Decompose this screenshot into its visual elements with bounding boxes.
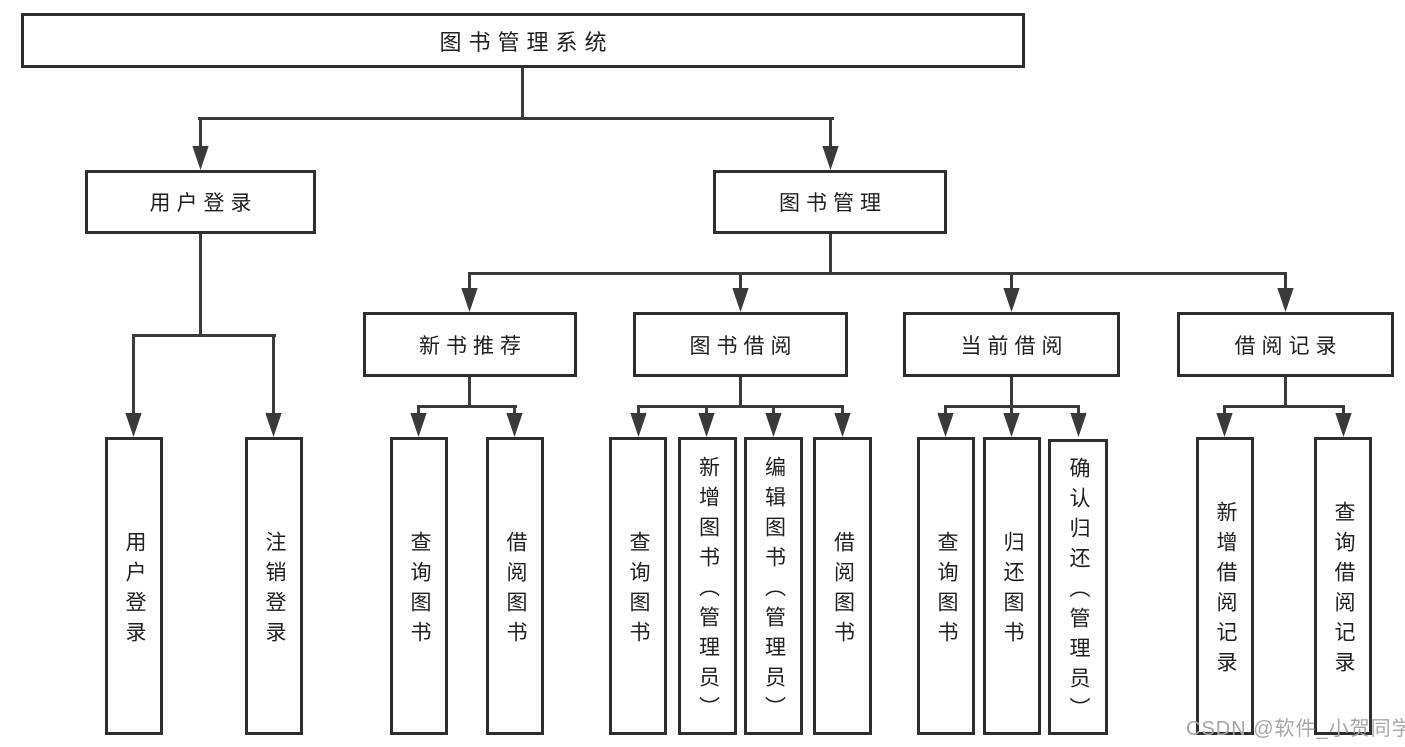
connector-line (739, 377, 742, 408)
node-label: 注销登录 (263, 530, 286, 651)
node-label: 图书管理 (779, 192, 887, 215)
connector-line (829, 233, 832, 275)
arrow-down-icon (461, 288, 478, 312)
leaf-logout: 注销登录 (245, 437, 303, 735)
arrow-down-icon (1003, 413, 1020, 437)
leaf-borrow-query-books: 查询图书 (609, 437, 667, 735)
connector-line (513, 405, 516, 419)
connector-line (944, 405, 947, 419)
connector-line (772, 405, 775, 419)
node-label: 用户登录 (149, 192, 258, 215)
node-label: 新增借阅记录 (1214, 500, 1237, 681)
connector-line (1223, 405, 1226, 419)
node-label: 确认归还（管理员） (1067, 456, 1090, 727)
arrow-down-icon (192, 146, 209, 170)
leaf-user-login: 用户登录 (105, 437, 163, 735)
connector-line (637, 405, 640, 419)
connector-line (272, 334, 275, 419)
leaf-records-add-record: 新增借阅记录 (1196, 437, 1254, 735)
csdn-watermark: CSDN @软件_小贺同学 (1186, 718, 1405, 740)
node-book-borrowing: 图书借阅 (633, 312, 848, 377)
connector-line (521, 68, 524, 119)
node-label: 查询图书 (408, 530, 431, 651)
arrow-down-icon (834, 413, 851, 437)
node-book-management: 图书管理 (713, 170, 947, 234)
arrow-down-icon (265, 413, 282, 437)
arrow-down-icon (1335, 413, 1352, 437)
arrow-down-icon (698, 413, 715, 437)
connector-line (1010, 405, 1013, 419)
arrow-down-icon (630, 413, 647, 437)
node-label: 新书推荐 (419, 334, 527, 358)
node-label: 查询图书 (935, 530, 958, 651)
arrow-down-icon (732, 288, 749, 312)
node-label: 归还图书 (1001, 530, 1024, 651)
connector-line (469, 272, 1287, 275)
connector-line (198, 117, 834, 120)
arrow-down-icon (937, 413, 954, 437)
node-label: 新增图书（管理员） (696, 455, 720, 726)
node-label: 借阅图书 (504, 530, 527, 651)
connector-line (133, 334, 276, 337)
arrow-down-icon (410, 413, 427, 437)
connector-line (468, 377, 471, 408)
leaf-newbook-borrow-books: 借阅图书 (486, 437, 544, 735)
leaf-newbook-query-books: 查询图书 (390, 437, 448, 735)
connector-line (468, 272, 471, 292)
node-label: 图书借阅 (689, 334, 798, 358)
node-label: 图书管理系统 (439, 29, 614, 55)
arrow-down-icon (1003, 288, 1020, 312)
connector-line (829, 117, 832, 151)
node-current-borrowing: 当前借阅 (903, 312, 1120, 377)
arrow-down-icon (1277, 288, 1294, 312)
leaf-borrow-edit-books-admin: 编辑图书（管理员） (744, 437, 803, 735)
connector-line (841, 405, 844, 419)
connector-line (739, 272, 742, 292)
connector-line (1223, 405, 1345, 408)
node-label: 查询借阅记录 (1332, 500, 1355, 681)
arrow-down-icon (1216, 413, 1233, 437)
arrow-down-icon (765, 413, 782, 437)
connector-line (705, 405, 708, 419)
node-label: 借阅图书 (831, 530, 855, 651)
connector-line (637, 405, 844, 408)
connector-line (417, 405, 420, 419)
connector-line (199, 233, 202, 337)
node-borrowing-records: 借阅记录 (1177, 312, 1394, 377)
leaf-borrow-borrow-books: 借阅图书 (813, 437, 872, 735)
node-user-login: 用户登录 (85, 170, 316, 234)
arrow-down-icon (1070, 413, 1087, 437)
connector-line (132, 334, 135, 419)
arrow-down-icon (822, 146, 839, 170)
connector-line (199, 117, 202, 151)
node-label: 借阅记录 (1234, 334, 1343, 358)
connector-line (1284, 272, 1287, 292)
node-label: 编辑图书（管理员） (762, 455, 786, 726)
arrow-down-icon (125, 413, 142, 437)
node-new-book-recommendation: 新书推荐 (363, 312, 577, 377)
node-label: 当前借阅 (960, 334, 1069, 358)
connector-line (1284, 377, 1287, 408)
leaf-current-confirm-return-admin: 确认归还（管理员） (1048, 439, 1108, 735)
leaf-records-query-record: 查询借阅记录 (1314, 437, 1372, 735)
node-label: 用户登录 (123, 530, 146, 651)
leaf-current-return-books: 归还图书 (983, 437, 1041, 735)
connector-line (1010, 377, 1013, 408)
node-label: 查询图书 (627, 530, 650, 651)
leaf-borrow-add-books-admin: 新增图书（管理员） (678, 437, 737, 735)
leaf-current-query-books: 查询图书 (917, 437, 975, 735)
connector-line (1077, 405, 1080, 419)
connector-line (418, 405, 517, 408)
connector-line (1342, 405, 1345, 419)
node-library-system: 图书管理系统 (21, 13, 1025, 68)
arrow-down-icon (506, 413, 523, 437)
connector-line (1010, 272, 1013, 292)
